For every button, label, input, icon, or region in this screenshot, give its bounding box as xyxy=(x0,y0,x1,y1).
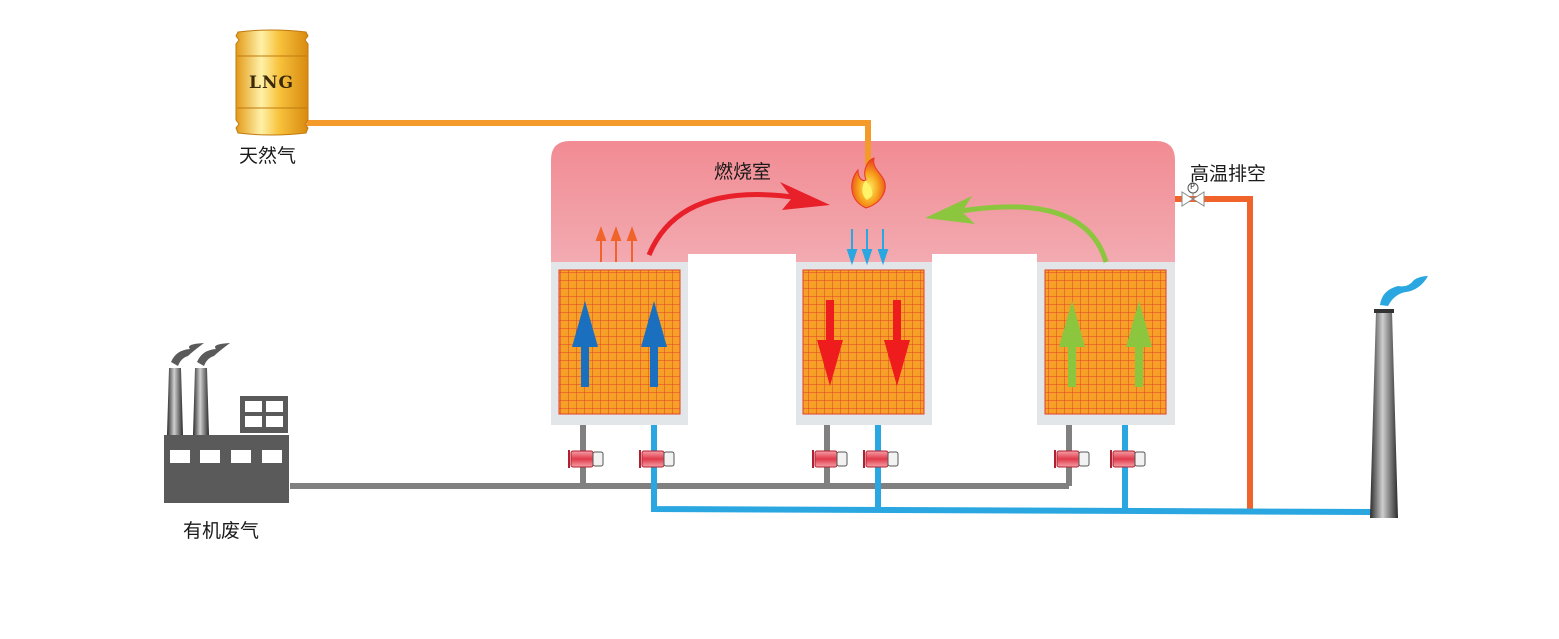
bed-left-up-arrows xyxy=(572,301,667,387)
valve-icon xyxy=(1110,450,1146,468)
lng-tank-icon xyxy=(235,29,309,136)
pressure-gauge-label: P xyxy=(1190,182,1195,191)
bed-middle-down-arrows xyxy=(817,300,910,386)
natural-gas-pipe xyxy=(306,120,871,165)
bed-right-up-arrows xyxy=(1059,301,1152,387)
valve-icon xyxy=(863,450,899,468)
burner-flame-icon xyxy=(851,157,886,209)
valve-icon xyxy=(1181,191,1205,207)
waste-gas-pipe xyxy=(290,425,1072,489)
gas-down-arrows xyxy=(846,229,889,266)
high-temp-exhaust-label: 高温排空 xyxy=(1190,163,1267,185)
natural-gas-label: 天然气 xyxy=(239,145,297,167)
valve-icon xyxy=(568,450,604,468)
lng-tank-label: LNG xyxy=(249,73,295,93)
organic-waste-gas-label: 有机废气 xyxy=(183,520,260,542)
hot-gas-up-arrows xyxy=(595,226,638,262)
combustion-chamber-label: 燃烧室 xyxy=(714,161,772,183)
clean-gas-pipe xyxy=(651,425,1373,515)
red-flow-curve-arrow xyxy=(646,182,830,256)
green-flow-curve-arrow xyxy=(925,196,1109,263)
chimney-icon xyxy=(1370,276,1428,518)
valve-icon xyxy=(1054,450,1090,468)
factory-icon xyxy=(164,343,289,503)
valve-icon xyxy=(812,450,848,468)
pressure-gauge-icon xyxy=(1187,182,1199,194)
valve-icon xyxy=(639,450,675,468)
valve-row xyxy=(568,450,1146,468)
high-temp-exhaust-pipe xyxy=(1175,196,1253,512)
